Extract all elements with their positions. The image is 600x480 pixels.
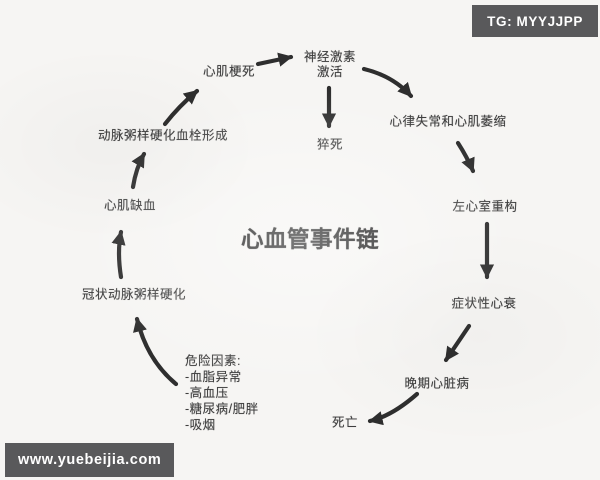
node-neurohormonal-activation-line2: 激活 <box>316 65 344 79</box>
risk-factor-smoking: -吸烟 <box>185 418 216 432</box>
risk-factor-diabetes-obesity: -糖尿病/肥胖 <box>185 402 259 416</box>
node-death: 死亡 <box>331 415 359 430</box>
node-neurohormonal-activation-line1: 神经激素 <box>303 50 357 64</box>
arrow-symptomatic-hf-to-late-disease <box>443 323 472 363</box>
arrow-ischemia-to-atherothrombosis <box>130 151 147 190</box>
arrow-infarction-to-neurohormone <box>255 52 294 67</box>
node-left-ventricular-remodeling: 左心室重构 <box>452 199 518 214</box>
risk-factor-hypertension: -高血压 <box>185 386 229 400</box>
risk-factors-heading: 危险因素: <box>185 354 241 368</box>
watermark-website-badge: www.yuebeijia.com <box>5 443 175 477</box>
arrow-atherothrombosis-to-infarction <box>162 88 200 127</box>
node-late-stage-heart-disease: 晚期心脏病 <box>404 376 470 391</box>
arrow-late-disease-to-death <box>367 391 420 426</box>
node-symptomatic-heart-failure: 症状性心衰 <box>451 296 517 311</box>
node-neurohormonal-activation: 神经激素 激活 <box>304 50 356 80</box>
node-sudden-death: 猝死 <box>316 137 344 152</box>
risk-factors-block: 危险因素: -血脂异常 -高血压 -糖尿病/肥胖 -吸烟 <box>185 353 259 433</box>
arrow-neurohormone-to-arrhythmia <box>361 66 414 99</box>
node-myocardial-ischemia: 心肌缺血 <box>103 198 157 213</box>
arrow-risk-factors-to-coronary <box>133 316 179 387</box>
arrow-arrhythmia-to-lv-remodeling <box>455 140 476 174</box>
node-atherothrombosis: 动脉粥样硬化血栓形成 <box>97 128 229 143</box>
risk-factor-dyslipidemia: -血脂异常 <box>185 370 242 384</box>
node-myocardial-infarction: 心肌梗死 <box>202 64 256 79</box>
arrow-coronary-to-ischemia <box>111 229 126 280</box>
diagram-title: 心血管事件链 <box>240 227 380 252</box>
node-arrhythmia-and-atrophy: 心律失常和心肌萎缩 <box>389 114 507 129</box>
watermark-telegram-badge: TG: MYYJJPP <box>472 5 598 37</box>
node-coronary-atherosclerosis: 冠状动脉粥样硬化 <box>81 287 187 302</box>
